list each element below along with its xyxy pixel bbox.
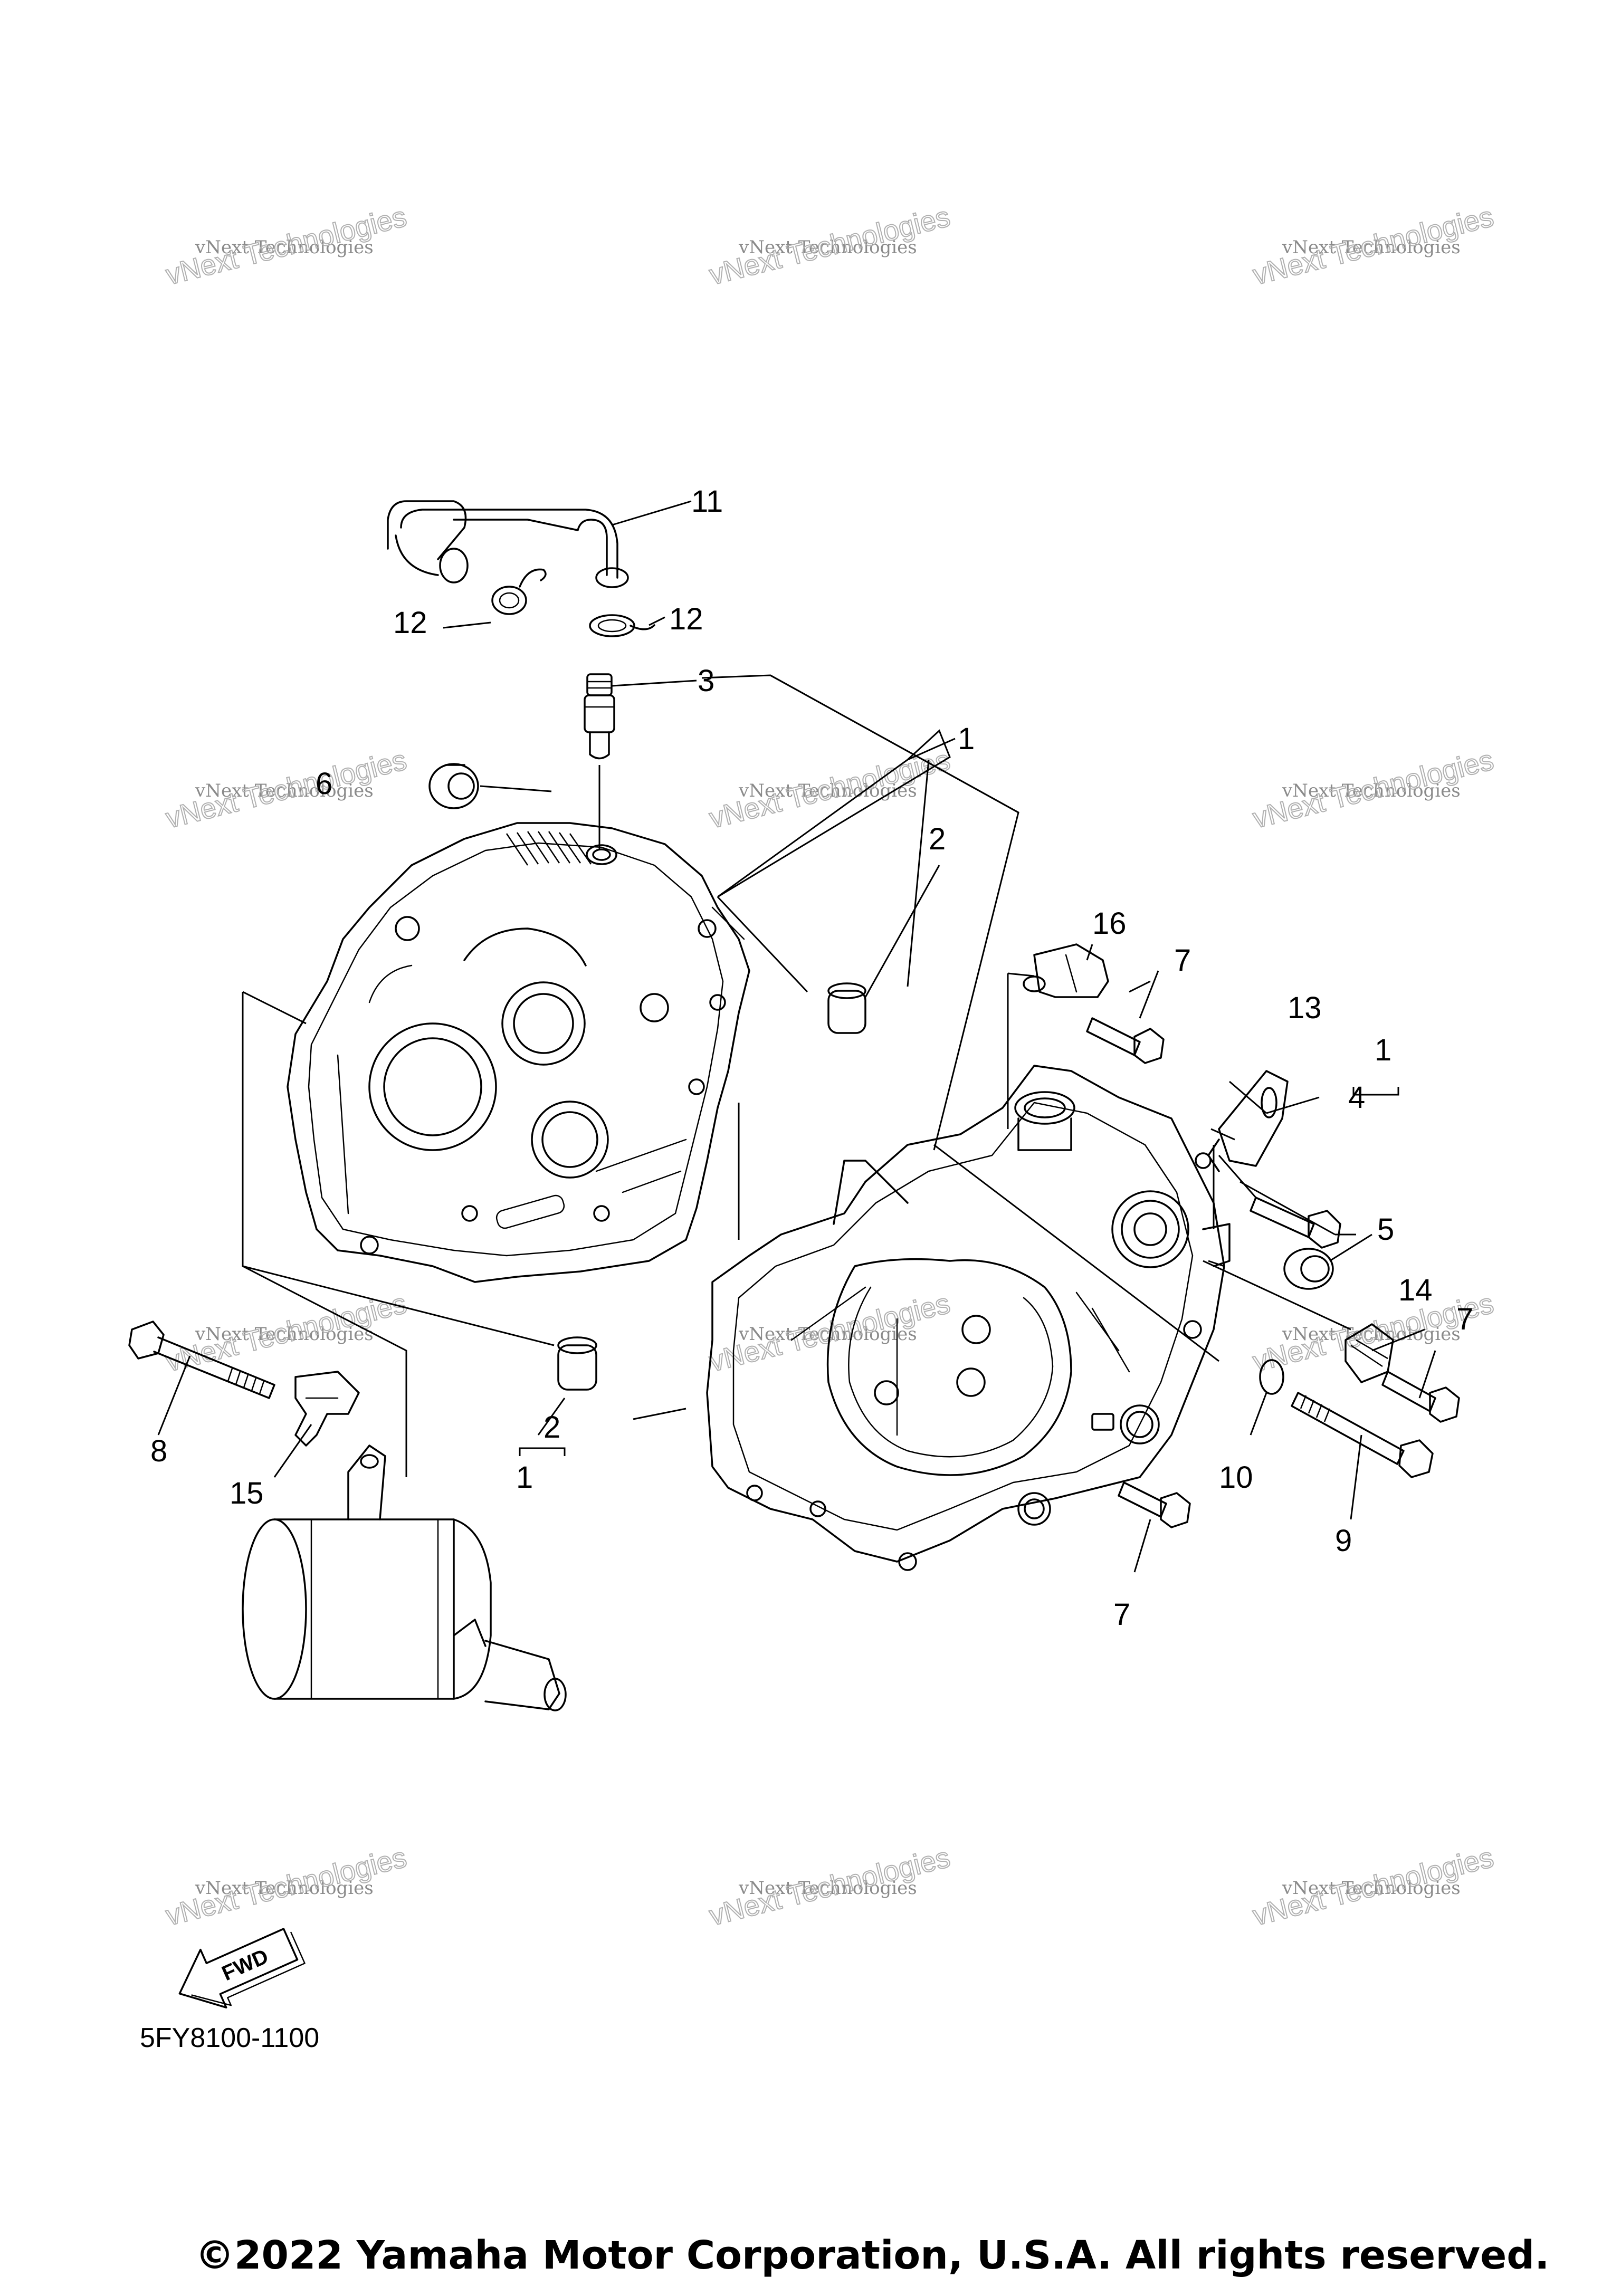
oil-seal-5 <box>1283 1248 1334 1290</box>
crankcase-left <box>287 822 750 1283</box>
bolt-thread <box>1300 1395 1331 1422</box>
callout-9: 9 <box>1335 1524 1352 1558</box>
callout-4: 4 <box>1348 1080 1365 1115</box>
callout-12-left: 12 <box>393 606 427 640</box>
svg-text:vNext Technologies: vNext Technologies <box>1282 780 1461 801</box>
bolt-4 <box>1250 1197 1341 1249</box>
watermark: vNext Technologies vNext Technologies <box>162 200 410 291</box>
callout-1-top: 1 <box>958 722 975 756</box>
callout-1-right: 1 <box>1375 1033 1391 1067</box>
callout-3: 3 <box>698 664 714 698</box>
svg-text:vNext Technologies: vNext Technologies <box>738 780 917 801</box>
long-bolt-9 <box>1291 1392 1434 1478</box>
drawing-code: 5FY8100-1100 <box>140 2023 319 2053</box>
callout-numbers: 11 12 12 3 1 6 2 16 7 13 1 4 5 14 7 8 2 … <box>150 484 1473 1632</box>
callout-2-top: 2 <box>929 822 946 856</box>
watermark: vNext Technologies vNext Technologies <box>162 1841 410 1932</box>
gasket-10 <box>1259 1359 1284 1395</box>
svg-text:vNext Technologies: vNext Technologies <box>738 1324 917 1345</box>
fwd-label: FWD <box>218 1945 272 1985</box>
bolt-7-right <box>1381 1371 1460 1423</box>
hose-clip-left <box>491 568 547 615</box>
svg-text:vNext Technologies: vNext Technologies <box>1282 1878 1461 1899</box>
callout-13: 13 <box>1288 991 1322 1025</box>
callout-14: 14 <box>1398 1273 1433 1307</box>
breather-pipe <box>584 673 615 849</box>
callout-6: 6 <box>316 767 332 801</box>
watermark: vNext Technologies vNext Technologies <box>705 743 953 835</box>
callout-7-upper: 7 <box>1174 943 1191 978</box>
bolt-7-upper <box>1086 1017 1165 1064</box>
bolt-thread <box>227 1368 265 1394</box>
watermark: vNext Technologies vNext Technologies <box>1249 743 1497 835</box>
watermark: vNext Technologies vNext Technologies <box>162 743 410 835</box>
cooling-fins <box>506 831 592 866</box>
clamp-15 <box>294 1371 360 1447</box>
svg-text:vNext Technologies: vNext Technologies <box>195 1878 374 1899</box>
svg-text:vNext Technologies: vNext Technologies <box>195 780 374 801</box>
breather-hose <box>387 500 629 588</box>
callout-10: 10 <box>1219 1460 1253 1495</box>
svg-text:vNext Technologies: vNext Technologies <box>1282 1324 1461 1345</box>
watermark: vNext Technologies vNext Technologies <box>705 1841 953 1932</box>
watermark-grid: vNext Technologies vNext Technologies vN… <box>162 200 1497 1932</box>
callout-7-right: 7 <box>1456 1302 1473 1336</box>
bolt-7-lower <box>1118 1481 1191 1528</box>
fwd-arrow: FWD <box>178 1928 306 2008</box>
watermark: vNext Technologies vNext Technologies <box>1249 1841 1497 1932</box>
svg-text:vNext Technologies: vNext Technologies <box>738 237 917 258</box>
callout-11: 11 <box>691 484 723 519</box>
svg-text:vNext Technologies: vNext Technologies <box>1282 237 1461 258</box>
svg-text:vNext Technologies: vNext Technologies <box>738 1878 917 1899</box>
callout-16: 16 <box>1092 906 1127 941</box>
guide-plate-13 <box>1207 1070 1289 1172</box>
hose-clip-right <box>589 614 655 637</box>
callout-5: 5 <box>1377 1212 1394 1247</box>
callout-8: 8 <box>150 1434 167 1468</box>
oil-seal-6 <box>428 763 479 809</box>
crankcase-right <box>706 1065 1231 1571</box>
starter-motor <box>242 1444 567 1711</box>
leader-lines <box>157 500 1436 1573</box>
dowel-pin-upper <box>827 982 866 1034</box>
long-bolt-8 <box>128 1321 275 1399</box>
watermark: vNext Technologies vNext Technologies <box>1249 200 1497 291</box>
svg-text:vNext Technologies: vNext Technologies <box>195 1324 374 1345</box>
watermark: vNext Technologies vNext Technologies <box>705 200 953 291</box>
callout-15: 15 <box>230 1476 264 1510</box>
svg-text:vNext Technologies: vNext Technologies <box>195 237 374 258</box>
bracket-markers <box>519 1087 1399 1456</box>
callout-7-lower: 7 <box>1113 1597 1130 1632</box>
copyright-notice: ©2022 Yamaha Motor Corporation, U.S.A. A… <box>195 2233 1549 2278</box>
dowel-pin-lower <box>557 1336 597 1391</box>
callout-2-bottom: 2 <box>543 1410 560 1444</box>
callout-1-left: 1 <box>516 1460 533 1495</box>
clip-14 <box>1345 1323 1394 1383</box>
callout-12-right: 12 <box>669 602 703 636</box>
clamp-16 <box>1023 943 1109 998</box>
